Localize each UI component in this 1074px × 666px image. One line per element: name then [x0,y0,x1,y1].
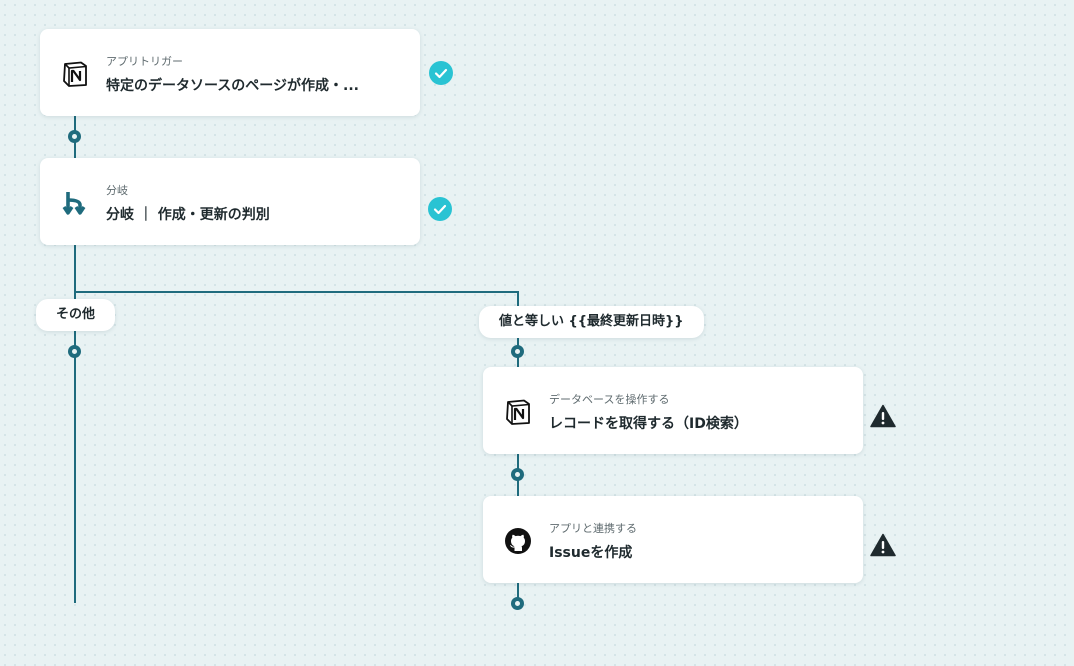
check-icon [429,61,453,85]
step-card-branch[interactable]: 分岐 分岐 ｜ 作成・更新の判別 [40,158,420,245]
step-title: レコードを取得する（ID検索） [549,416,748,432]
check-icon [428,197,452,221]
notion-icon [60,59,90,89]
connector-line [517,583,519,605]
step-card-github[interactable]: アプリと連携する Issueを作成 [483,496,863,583]
branch-label-other[interactable]: その他 [36,299,116,331]
branch-horizontal-line [74,291,518,293]
add-step-dot[interactable] [511,597,524,610]
add-step-dot[interactable] [511,468,524,481]
step-subtitle: アプリと連携する [549,522,637,535]
connector-line [74,245,76,603]
step-subtitle: 分岐 [106,184,128,197]
step-card-database[interactable]: データベースを操作する レコードを取得する（ID検索） [483,367,863,454]
add-step-dot[interactable] [68,130,81,143]
warning-icon [870,404,896,428]
github-icon [503,526,533,556]
warning-icon [870,533,896,557]
step-card-trigger[interactable]: アプリトリガー 特定のデータソースのページが作成・... [40,29,420,116]
branch-icon [60,188,90,218]
step-title: 特定のデータソースのページが作成・... [106,78,359,94]
branch-label-condition[interactable]: 値と等しい {{最終更新日時}} [479,306,704,338]
step-title: Issueを作成 [549,545,633,561]
notion-icon [503,397,533,427]
step-subtitle: データベースを操作する [549,393,670,406]
add-step-dot[interactable] [511,345,524,358]
step-title: 分岐 ｜ 作成・更新の判別 [106,207,270,223]
step-subtitle: アプリトリガー [106,55,183,68]
add-step-dot[interactable] [68,345,81,358]
